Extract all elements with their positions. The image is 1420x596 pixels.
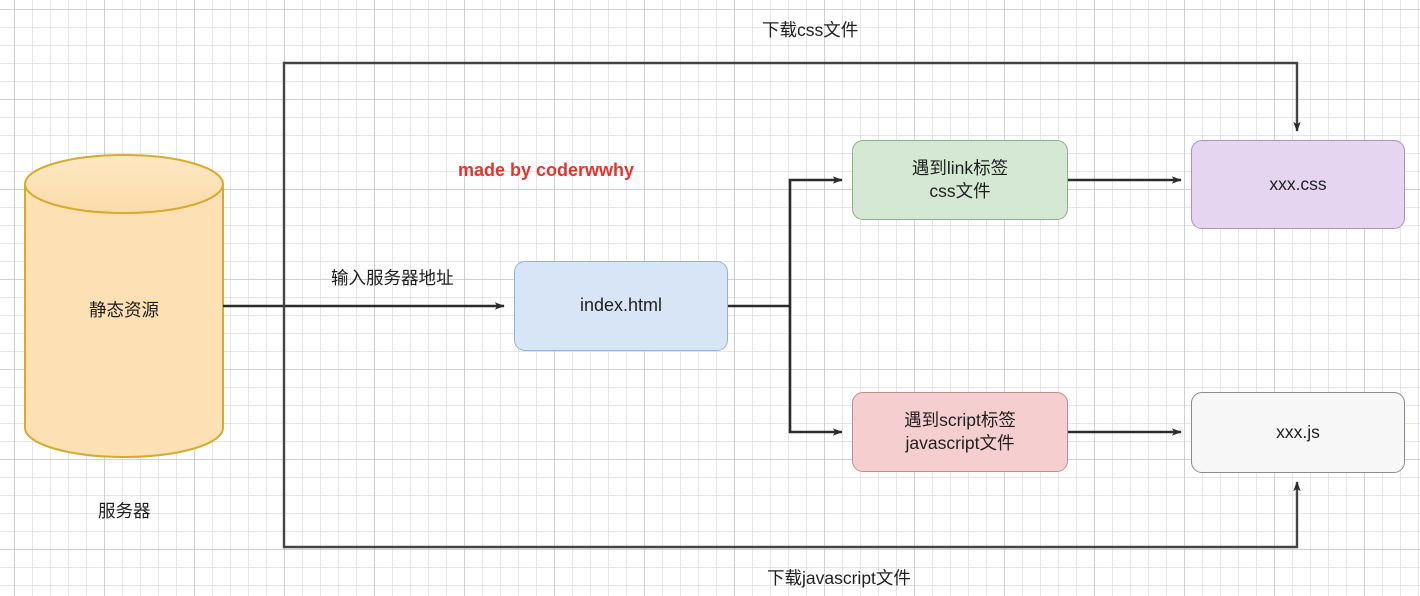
edge-branch-to-link-tag — [788, 176, 843, 306]
edge-label-download-css: 下载css文件 — [762, 20, 859, 40]
node-index-html[interactable]: index.html — [514, 261, 728, 351]
edge-download-javascript — [282, 306, 1301, 549]
server-caption: 服务器 — [98, 501, 151, 521]
watermark-text: made by coderwwhy — [458, 160, 635, 180]
node-css-file[interactable]: xxx.css — [1191, 140, 1405, 229]
edge-label-download-javascript: 下载javascript文件 — [767, 568, 911, 588]
node-link-tag[interactable]: 遇到link标签 css文件 — [852, 140, 1068, 220]
node-js-file[interactable]: xxx.js — [1191, 392, 1405, 473]
server-cylinder-label: 静态资源 — [89, 300, 159, 320]
edge-branch-to-script-tag — [788, 306, 843, 436]
node-script-tag[interactable]: 遇到script标签 javascript文件 — [852, 392, 1068, 472]
edge-label-input-server-address: 输入服务器地址 — [331, 268, 454, 288]
